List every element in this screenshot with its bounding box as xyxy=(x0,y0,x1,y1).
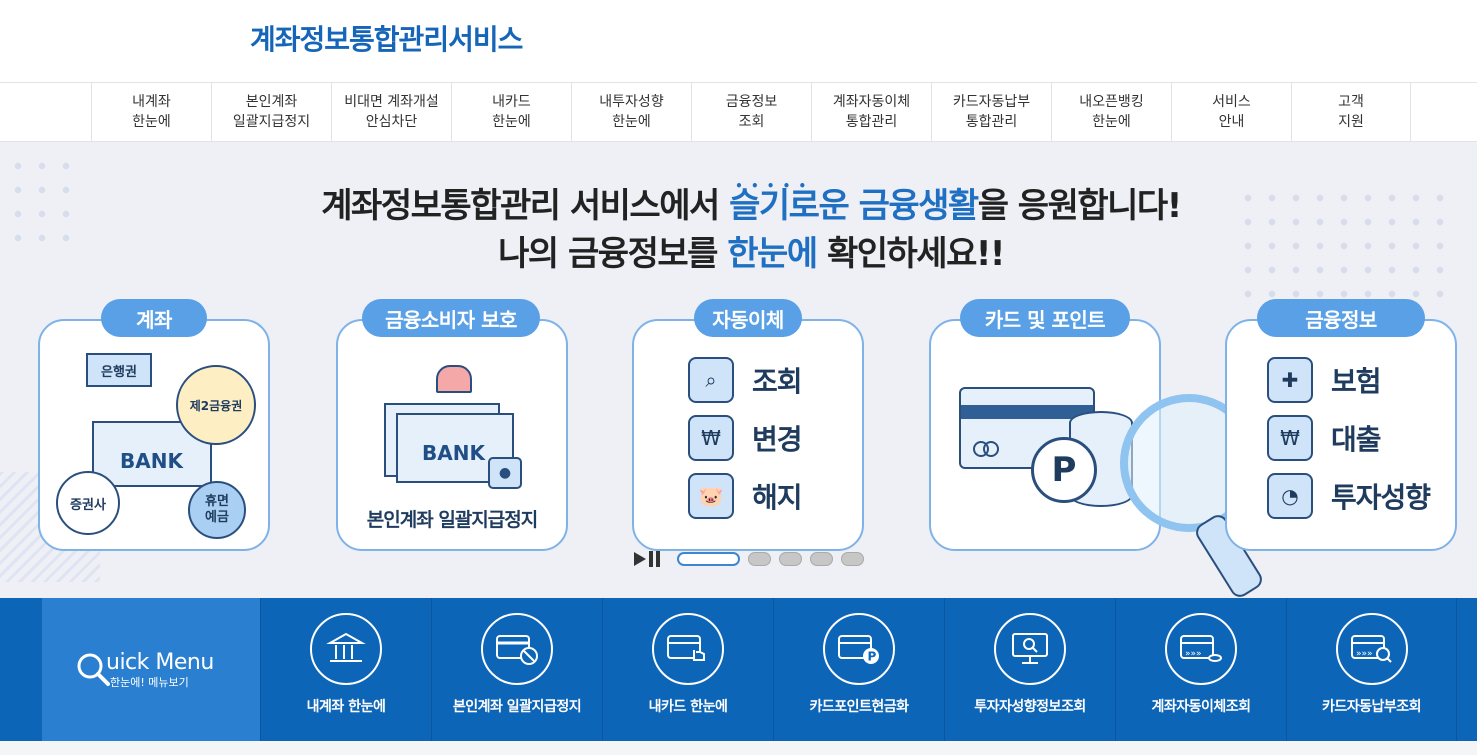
svg-text:»»»: »»» xyxy=(1185,649,1202,659)
pie-chart-icon: ◔ xyxy=(1267,473,1313,519)
pager-dot[interactable] xyxy=(810,552,833,566)
quick-item-card-autopay[interactable]: »»» 카드자동납부조회 xyxy=(1286,598,1457,741)
gnb-item-service-guide[interactable]: 서비스 안내 xyxy=(1171,83,1291,141)
shield-icon: ✚ xyxy=(1267,357,1313,403)
quick-menu-list: 내계좌 한눈에 본인계좌 일괄지급정지 내카드 한눈에 P 카드포인트현금화 투… xyxy=(260,598,1457,741)
quick-item-my-cards[interactable]: 내카드 한눈에 xyxy=(602,598,773,741)
pager-dot[interactable] xyxy=(748,552,771,566)
slider-controls xyxy=(633,551,864,567)
card-touch-icon xyxy=(652,613,724,685)
autopay-row-cancel[interactable]: 🐷 해지 xyxy=(688,473,803,519)
lock-icon: ● xyxy=(488,457,522,489)
securities-bubble: 증권사 xyxy=(56,471,120,535)
alarm-light-icon xyxy=(436,365,472,393)
card-fin-info[interactable]: ✚ 보험 ₩ 대출 ◔ 투자성향 xyxy=(1225,319,1457,551)
bank-building-icon xyxy=(310,613,382,685)
quick-menu-subtitle: 한눈에! 메뉴보기 xyxy=(110,676,189,689)
pager-dot[interactable] xyxy=(841,552,864,566)
piggy-bank-icon: 🐷 xyxy=(688,473,734,519)
gnb-item-open-banking[interactable]: 내오픈뱅킹 한눈에 xyxy=(1051,83,1171,141)
second-tier-bubble: 제2금융권 xyxy=(176,365,256,445)
card-autopay[interactable]: ⌕ 조회 ₩ 변경 🐷 해지 xyxy=(632,319,864,551)
fin-row-loan[interactable]: ₩ 대출 xyxy=(1267,415,1382,461)
gnb-item-nonface-block[interactable]: 비대면 계좌개설 안심차단 xyxy=(331,83,451,141)
hero-line-2: 나의 금융정보를 한눈에 확인하세요!! xyxy=(498,234,1005,274)
autopay-row-inquiry[interactable]: ⌕ 조회 xyxy=(688,357,803,403)
point-coin-icon: P xyxy=(1031,437,1097,503)
quick-item-payment-stop[interactable]: 본인계좌 일괄지급정지 xyxy=(431,598,602,741)
gnb-item-autopay[interactable]: 계좌자동이체 통합관리 xyxy=(811,83,931,141)
global-nav: 내계좌 한눈에 본인계좌 일괄지급정지 비대면 계좌개설 안심차단 내카드 한눈… xyxy=(0,82,1477,142)
svg-text:»»»: »»» xyxy=(1356,649,1373,659)
card-consumer-protection[interactable]: BANK ● 본인계좌 일괄지급정지 xyxy=(336,319,568,551)
decor-dots xyxy=(1236,186,1446,304)
quick-item-card-point-cash[interactable]: P 카드포인트현금화 xyxy=(773,598,944,741)
card-stop-icon xyxy=(481,613,553,685)
card-tab-consumer[interactable]: 금융소비자 보호 xyxy=(362,299,540,337)
card-card-point[interactable]: P xyxy=(929,319,1161,551)
bank-tier-tag: 은행권 xyxy=(86,353,152,387)
decor-dots xyxy=(6,154,86,254)
page-bottom-strip xyxy=(0,741,1477,755)
hero-headline: 계좌정보통합관리 서비스에서 슬기로운 금융생활을 응원합니다! 나의 금융정보… xyxy=(0,182,1477,278)
gnb-item-my-cards[interactable]: 내카드 한눈에 xyxy=(451,83,571,141)
bank-label: BANK xyxy=(422,441,485,465)
consumer-caption: 본인계좌 일괄지급정지 xyxy=(366,509,538,531)
search-doc-icon: ⌕ xyxy=(688,357,734,403)
pager-dot[interactable] xyxy=(677,552,740,566)
card-account[interactable]: 은행권 BANK 제2금융권 증권사 휴면 예금 xyxy=(38,319,270,551)
fin-row-invest[interactable]: ◔ 투자성향 xyxy=(1267,473,1431,519)
quick-item-autopay[interactable]: »»» 계좌자동이체조회 xyxy=(1115,598,1286,741)
fin-row-insurance[interactable]: ✚ 보험 xyxy=(1267,357,1382,403)
hero-banner: 계좌정보통합관리 서비스에서 슬기로운 금융생활을 응원합니다! 나의 금융정보… xyxy=(0,142,1477,598)
card-tab-card-point[interactable]: 카드 및 포인트 xyxy=(960,299,1130,337)
play-icon[interactable] xyxy=(633,551,647,567)
quick-search-icon xyxy=(77,653,110,686)
dormant-deposit-bubble: 휴면 예금 xyxy=(188,481,246,539)
pause-icon[interactable] xyxy=(649,551,663,567)
quick-item-my-accounts[interactable]: 내계좌 한눈에 xyxy=(260,598,431,741)
loan-hand-icon: ₩ xyxy=(1267,415,1313,461)
slider-pager xyxy=(677,552,864,566)
card-transfer-icon: »»» xyxy=(1165,613,1237,685)
card-point-icon: P xyxy=(823,613,895,685)
svg-text:P: P xyxy=(868,650,877,664)
gnb-item-fin-info[interactable]: 금융정보 조회 xyxy=(691,83,811,141)
autopay-row-change[interactable]: ₩ 변경 xyxy=(688,415,803,461)
bank-label: BANK xyxy=(120,449,183,473)
quick-item-invest-profile[interactable]: 투자자성향정보조회 xyxy=(944,598,1115,741)
gnb-list: 내계좌 한눈에 본인계좌 일괄지급정지 비대면 계좌개설 안심차단 내카드 한눈… xyxy=(91,83,1411,141)
gnb-item-support[interactable]: 고객 지원 xyxy=(1291,83,1411,141)
gnb-item-payment-stop[interactable]: 본인계좌 일괄지급정지 xyxy=(211,83,331,141)
card-tab-account[interactable]: 계좌 xyxy=(101,299,207,337)
hero-line-1: 계좌정보통합관리 서비스에서 슬기로운 금융생활을 응원합니다! xyxy=(0,182,1477,230)
card-tab-fin-info[interactable]: 금융정보 xyxy=(1257,299,1425,337)
gnb-item-invest-profile[interactable]: 내투자성향 한눈에 xyxy=(571,83,691,141)
site-header: 계좌정보통합관리서비스 xyxy=(0,0,1477,82)
quick-menu: uick Menu 한눈에! 메뉴보기 내계좌 한눈에 본인계좌 일괄지급정지 … xyxy=(0,598,1477,741)
quick-menu-title: uick Menu xyxy=(106,650,214,675)
card-tab-autopay[interactable]: 자동이체 xyxy=(694,299,802,337)
won-exchange-icon: ₩ xyxy=(688,415,734,461)
site-title-link[interactable]: 계좌정보통합관리서비스 xyxy=(250,23,523,56)
pager-dot[interactable] xyxy=(779,552,802,566)
gnb-item-card-autopay[interactable]: 카드자동납부 통합관리 xyxy=(931,83,1051,141)
monitor-search-icon xyxy=(994,613,1066,685)
card-search-icon: »»» xyxy=(1335,613,1408,685)
gnb-item-my-accounts[interactable]: 내계좌 한눈에 xyxy=(91,83,211,141)
